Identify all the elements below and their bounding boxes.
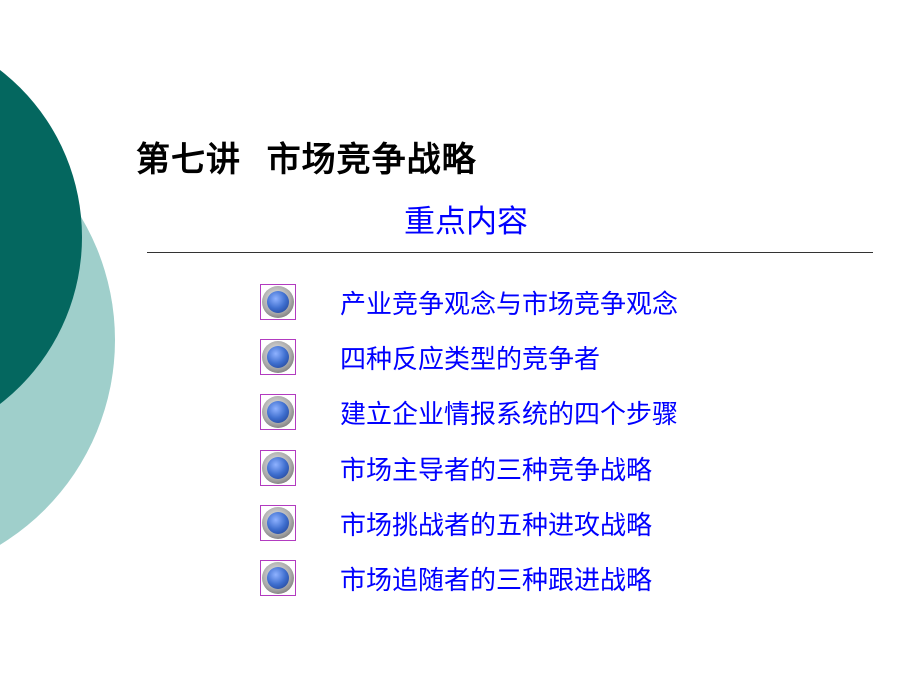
globe-button-icon[interactable] [260,560,296,596]
decorative-circles [0,70,115,545]
slide-subtitle: 重点内容 [404,204,528,240]
globe-button-icon[interactable] [260,505,296,541]
ball-icon [262,507,294,539]
ball-icon [262,452,294,484]
slide-title: 第七讲 市场竞争战略 [136,140,477,180]
divider-line [147,252,873,253]
list-item-label: 产业竞争观念与市场竞争观念 [340,289,679,320]
ball-inner [267,457,289,479]
list-item-label: 市场主导者的三种竞争战略 [340,455,653,486]
list-item: 市场追随者的三种跟进战略 [260,558,652,598]
ball-inner [267,567,289,589]
ball-icon [262,341,294,373]
list-item-label: 四种反应类型的竞争者 [340,344,601,375]
list-item-label: 市场追随者的三种跟进战略 [340,565,653,596]
list-item-label: 市场挑战者的五种进攻战略 [340,510,653,541]
globe-button-icon[interactable] [260,339,296,375]
globe-button-icon[interactable] [260,394,296,430]
list-item: 市场挑战者的五种进攻战略 [260,503,652,543]
ball-icon [262,396,294,428]
ball-inner [267,291,289,313]
list-item: 市场主导者的三种竞争战略 [260,448,652,488]
globe-button-icon[interactable] [260,284,296,320]
ball-icon [262,286,294,318]
list-item: 四种反应类型的竞争者 [260,337,600,377]
ball-inner [267,346,289,368]
list-item-label: 建立企业情报系统的四个步骤 [340,399,679,430]
ball-inner [267,512,289,534]
ball-inner [267,401,289,423]
decorative-dark-circle [0,70,82,404]
globe-button-icon[interactable] [260,450,296,486]
list-item: 建立企业情报系统的四个步骤 [260,392,678,432]
list-item: 产业竞争观念与市场竞争观念 [260,282,678,322]
ball-icon [262,562,294,594]
